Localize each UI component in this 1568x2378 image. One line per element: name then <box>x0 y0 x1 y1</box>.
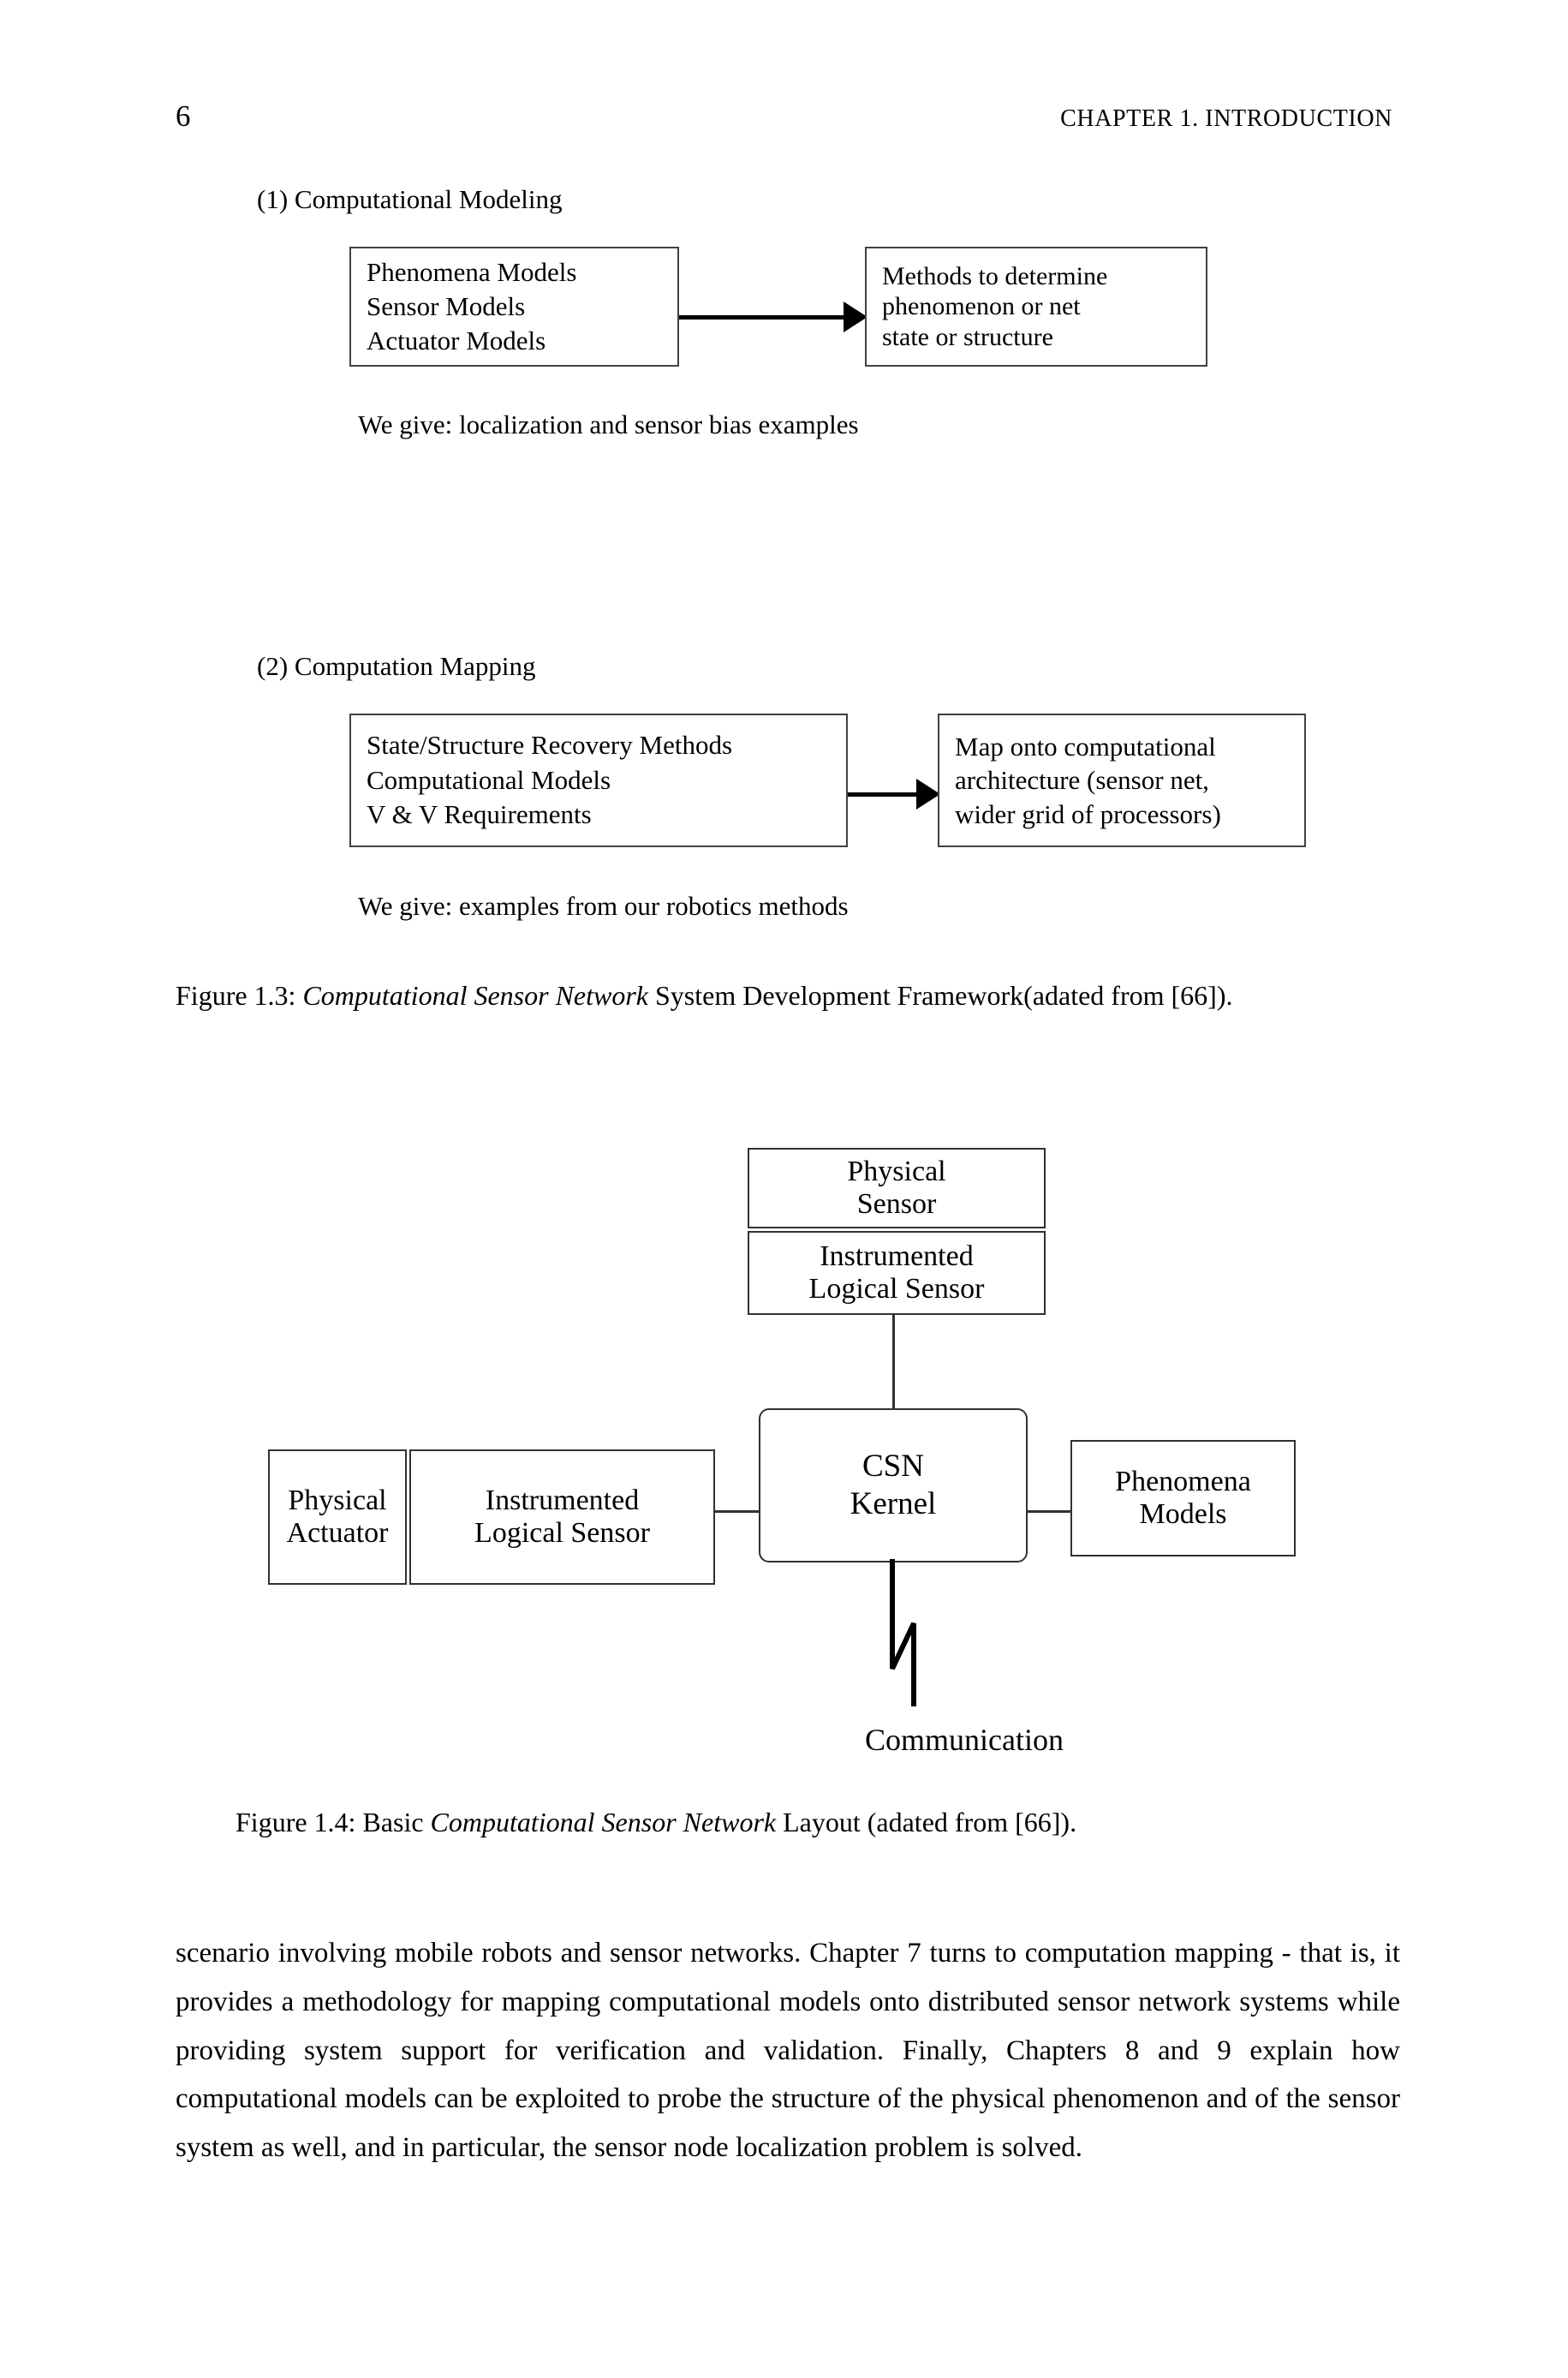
arrow-head-mapping <box>916 779 940 810</box>
chapter-title: CHAPTER 1. INTRODUCTION <box>1060 105 1392 132</box>
box-line: Logical Sensor <box>808 1273 985 1305</box>
caption-suffix: System Development Framework(adated from… <box>648 980 1233 1011</box>
caption-suffix: Layout (adated from [66]). <box>776 1807 1077 1837</box>
caption-prefix: Figure 1.3: <box>176 980 303 1011</box>
box-line: Actuator <box>286 1517 389 1549</box>
arrow-head-modeling <box>844 302 867 332</box>
box-line: Physical <box>847 1155 946 1187</box>
caption-italic-title: Computational Sensor Network <box>430 1807 777 1837</box>
box-computational-modeling-inputs: Phenomena Models Sensor Models Actuator … <box>349 247 679 367</box>
box-line: architecture (sensor net, <box>955 765 1209 796</box>
box-line: Map onto computational <box>955 732 1216 762</box>
box-line: Actuator Models <box>367 326 546 356</box>
box-line: Physical <box>288 1484 387 1516</box>
note-modeling-examples: We give: localization and sensor bias ex… <box>358 409 859 439</box>
box-line: V & V Requirements <box>367 799 592 830</box>
page-number: 6 <box>176 99 191 133</box>
arrow-shaft-modeling <box>679 315 850 320</box>
box-line: phenomenon or net <box>882 292 1081 321</box>
box-line: Phenomena <box>1115 1465 1251 1497</box>
box-computation-mapping-outputs: Map onto computational architecture (sen… <box>938 714 1306 847</box>
box-line: Sensor <box>856 1188 937 1220</box>
box-instrumented-logical-sensor-top: Instrumented Logical Sensor <box>748 1231 1046 1315</box>
box-phenomena-models: Phenomena Models <box>1070 1440 1296 1556</box>
box-line: Logical Sensor <box>474 1517 650 1549</box>
box-line: Methods to determine <box>882 261 1108 290</box>
communication-label: Communication <box>865 1723 1064 1757</box>
box-line: wider grid of processors) <box>955 798 1221 829</box>
box-physical-actuator: Physical Actuator <box>268 1449 407 1585</box>
section-label-computational-modeling: (1) Computational Modeling <box>257 184 563 214</box>
note-mapping-examples: We give: examples from our robotics meth… <box>358 891 849 921</box>
caption-prefix: Figure 1.4: Basic <box>235 1807 431 1837</box>
box-computation-mapping-inputs: State/Structure Recovery Methods Computa… <box>349 714 848 847</box>
box-line: Kernel <box>850 1486 937 1521</box>
box-line: Instrumented <box>485 1484 640 1516</box>
running-head: 6 CHAPTER 1. INTRODUCTION <box>176 101 1392 135</box>
body-paragraph: scenario involving mobile robots and sen… <box>176 1938 1400 2163</box>
box-line: Models <box>1139 1498 1227 1530</box>
section-label-computation-mapping: (2) Computation Mapping <box>257 651 536 681</box>
box-line: Sensor Models <box>367 290 526 321</box>
box-line: CSN <box>862 1449 924 1485</box>
connector-kernel-to-phenomena <box>1028 1510 1072 1513</box>
box-line: Phenomena Models <box>367 256 577 287</box>
communication-zigzag-icon <box>890 1559 916 1706</box>
connector-left-to-kernel <box>715 1510 760 1513</box>
box-instrumented-logical-sensor-left: Instrumented Logical Sensor <box>409 1449 715 1585</box>
caption-italic-title: Computational Sensor Network <box>302 980 648 1011</box>
connector-sensor-to-kernel <box>892 1315 895 1410</box>
arrow-shaft-mapping <box>848 792 923 797</box>
box-line: Instrumented <box>820 1240 974 1272</box>
box-computational-modeling-outputs: Methods to determine phenomenon or net s… <box>865 247 1207 367</box>
box-csn-kernel: CSN Kernel <box>759 1408 1028 1562</box>
box-physical-sensor: Physical Sensor <box>748 1148 1046 1228</box>
box-line: State/Structure Recovery Methods <box>367 729 733 760</box>
box-line: state or structure <box>882 322 1053 351</box>
figure-1-3-caption: Figure 1.3: Computational Sensor Network… <box>176 977 1400 1014</box>
box-line: Computational Models <box>367 764 611 795</box>
figure-1-4-caption: Figure 1.4: Basic Computational Sensor N… <box>235 1803 1366 1841</box>
